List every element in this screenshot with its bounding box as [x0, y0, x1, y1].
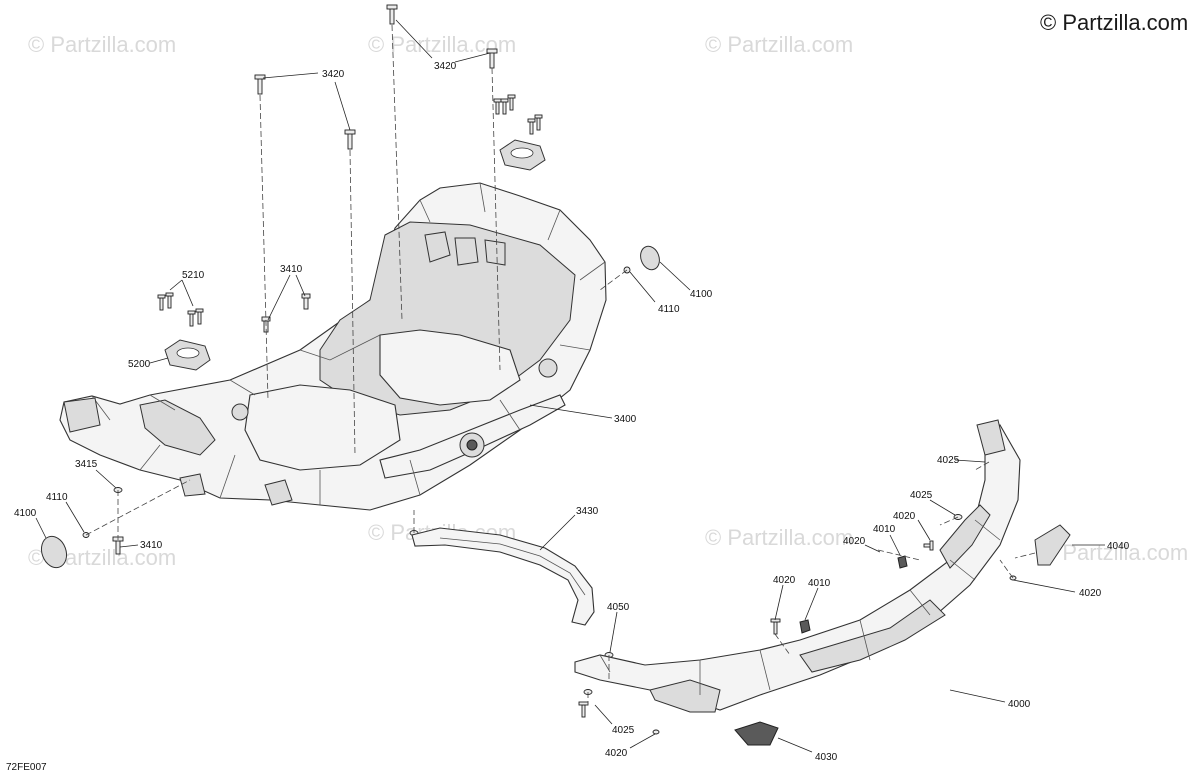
callout-3420[interactable]: 3420 [434, 61, 457, 72]
callout-4050[interactable]: 4050 [607, 602, 630, 613]
watermark: © Partzilla.com [705, 32, 853, 57]
callout-4025[interactable]: 4025 [937, 455, 960, 466]
bumper-4000 [574, 419, 1021, 713]
plugs-4100 [40, 245, 660, 569]
skid-plate-3400 [59, 182, 607, 511]
callout-4030[interactable]: 4030 [815, 752, 838, 763]
callout-4010[interactable]: 4010 [873, 524, 896, 535]
bracket-upper [499, 139, 546, 171]
callout-4025[interactable]: 4025 [612, 725, 635, 736]
callout-4100[interactable]: 4100 [14, 508, 37, 519]
callout-4025[interactable]: 4025 [910, 490, 933, 501]
bolts [112, 4, 934, 718]
watermark: © Partzilla.com [705, 525, 853, 550]
assembly-lines [85, 24, 1036, 705]
callout-4020[interactable]: 4020 [893, 511, 916, 522]
callout-5200[interactable]: 5200 [128, 359, 151, 370]
watermark: © Partzilla.com [28, 32, 176, 57]
copyright-notice: © Partzilla.com [1040, 10, 1188, 35]
callout-4000[interactable]: 4000 [1008, 699, 1031, 710]
callout-4020[interactable]: 4020 [1079, 588, 1102, 599]
callout-3410[interactable]: 3410 [140, 540, 163, 551]
callout-3410[interactable]: 3410 [280, 264, 303, 275]
callouts: 3420 3420 5210 3410 5200 4110 4100 3400 … [14, 61, 1130, 763]
callout-3430[interactable]: 3430 [576, 506, 599, 517]
deflector-4030 [734, 721, 779, 746]
callout-5210[interactable]: 5210 [182, 270, 205, 281]
callout-4020[interactable]: 4020 [773, 575, 796, 586]
callout-4020[interactable]: 4020 [605, 748, 628, 759]
leader-lines [35, 19, 1105, 753]
callout-4040[interactable]: 4040 [1107, 541, 1130, 552]
bar-3430 [411, 527, 595, 626]
callout-4010[interactable]: 4010 [808, 578, 831, 589]
deflector-4040 [1034, 524, 1071, 566]
callout-3420[interactable]: 3420 [322, 69, 345, 80]
callout-4110[interactable]: 4110 [658, 304, 680, 315]
callout-3415[interactable]: 3415 [75, 459, 98, 470]
callout-4100[interactable]: 4100 [690, 289, 713, 300]
watermark: © Partzilla.com [1040, 540, 1188, 565]
bracket-5200 [164, 339, 211, 371]
callout-4020[interactable]: 4020 [843, 536, 866, 547]
callout-4110[interactable]: 4110 [46, 492, 68, 503]
callout-3400[interactable]: 3400 [614, 414, 637, 425]
diagram-code: 72FE007 [6, 762, 47, 773]
